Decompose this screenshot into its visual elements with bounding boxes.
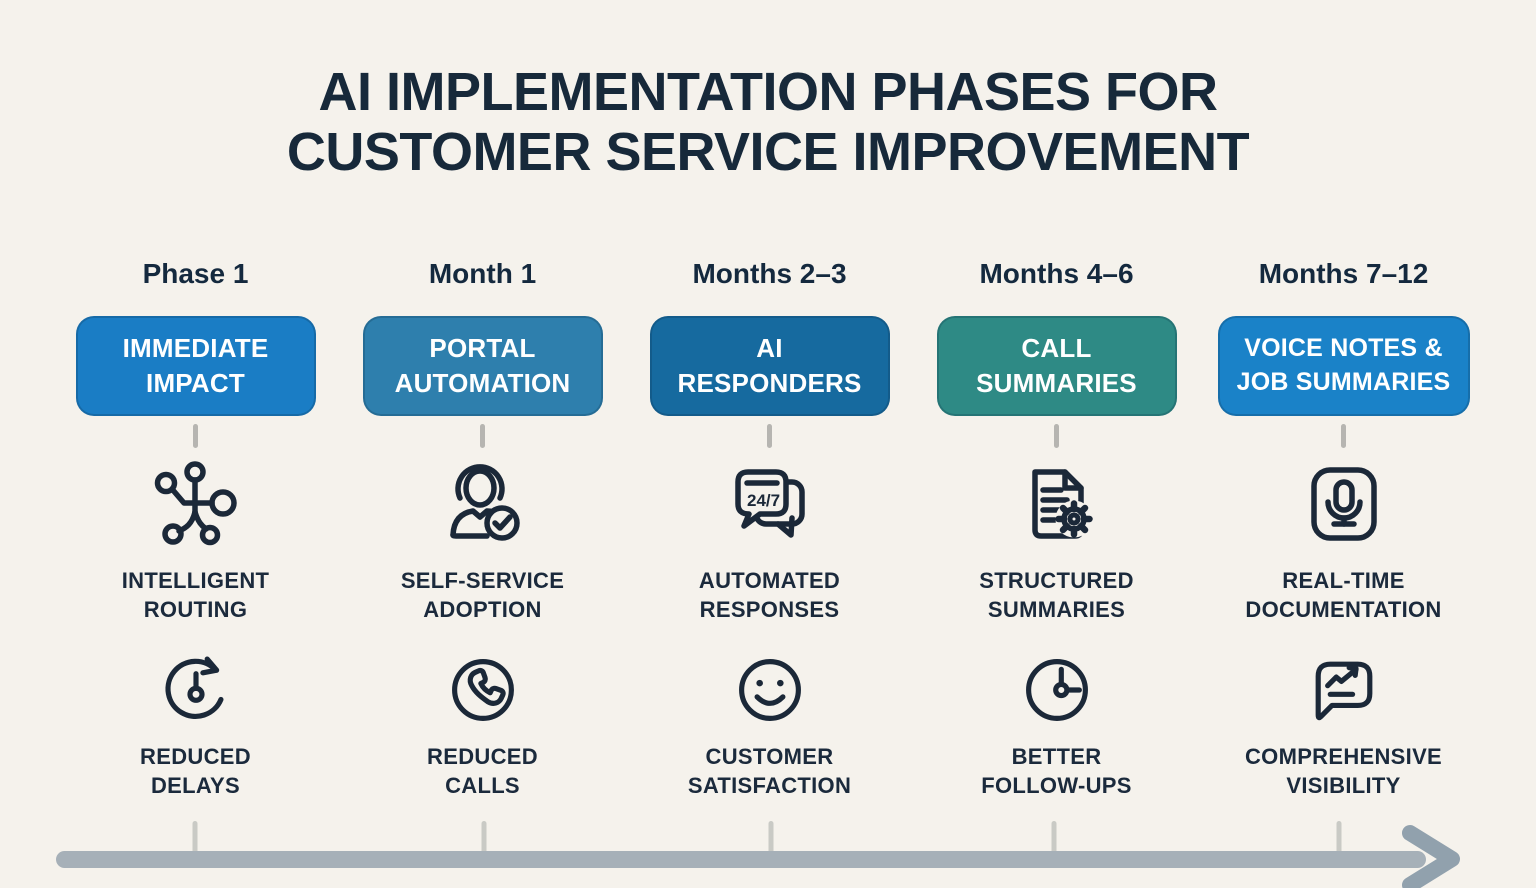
item-label: CUSTOMER SATISFACTION <box>687 744 852 799</box>
box-connector-line <box>480 424 485 448</box>
clock-refresh-icon <box>52 646 339 734</box>
item-label: INTELLIGENT ROUTING <box>121 568 270 623</box>
document-gear-icon <box>913 452 1200 560</box>
phase-box: VOICE NOTES & JOB SUMMARIES <box>1217 316 1470 416</box>
phase-column-2: Month 1 PORTAL AUTOMATION SELF-SERVICE A… <box>339 256 626 800</box>
badge-24-7: 24/7 <box>747 491 780 510</box>
phase-box: IMMEDIATE IMPACT <box>75 316 316 416</box>
phase-period-label: Months 7–12 <box>1258 258 1429 289</box>
phase-column-3: Months 2–3 AI RESPONDERS 24/7 AUTOMATED … <box>626 256 913 800</box>
item-label: REAL-TIME DOCUMENTATION <box>1245 568 1442 623</box>
box-connector-line <box>767 424 772 448</box>
item-label: AUTOMATED RESPONSES <box>698 568 841 623</box>
timeline-arrowhead <box>1402 825 1460 888</box>
phone-call-icon <box>339 646 626 734</box>
phase-box: PORTAL AUTOMATION <box>362 316 603 416</box>
phase-box: CALL SUMMARIES <box>936 316 1177 416</box>
phase-box: AI RESPONDERS <box>649 316 890 416</box>
phase-period-label: Month 1 <box>428 258 537 289</box>
item-label: STRUCTURED SUMMARIES <box>979 568 1134 623</box>
support-agent-check-icon <box>339 452 626 560</box>
timeline-bar <box>56 851 1426 868</box>
box-connector-line <box>1341 424 1346 448</box>
item-label: SELF-SERVICE ADOPTION <box>400 568 565 623</box>
phase-period-label: Phase 1 <box>142 258 249 289</box>
item-label: REDUCED CALLS <box>427 744 538 799</box>
smiley-face-icon <box>626 646 913 734</box>
item-label: BETTER FOLLOW-UPS <box>981 744 1132 799</box>
timeline-arrow <box>56 821 1460 888</box>
timeline-ticks <box>192 821 1342 854</box>
box-connector-line <box>1054 424 1059 448</box>
clock-icon <box>913 646 1200 734</box>
phase-column-5: Months 7–12 VOICE NOTES & JOB SUMMARIES … <box>1200 256 1487 800</box>
microphone-icon <box>1200 452 1487 560</box>
phase-columns: Phase 1 IMMEDIATE IMPACT <box>52 256 1487 800</box>
item-label: REDUCED DELAYS <box>140 744 251 799</box>
page-title: AI IMPLEMENTATION PHASES FOR CUSTOMER SE… <box>286 62 1250 183</box>
chat-bubbles-24-7-icon: 24/7 <box>626 452 913 560</box>
phase-column-4: Months 4–6 CALL SUMMARIES <box>913 256 1200 800</box>
chart-bubble-icon <box>1200 646 1487 734</box>
phase-column-1: Phase 1 IMMEDIATE IMPACT <box>52 256 339 800</box>
phase-period-label: Months 2–3 <box>692 258 847 289</box>
phase-period-label: Months 4–6 <box>979 258 1134 289</box>
box-connector-line <box>193 424 198 448</box>
item-label: COMPREHENSIVE VISIBILITY <box>1244 744 1443 799</box>
network-hub-icon <box>52 452 339 560</box>
